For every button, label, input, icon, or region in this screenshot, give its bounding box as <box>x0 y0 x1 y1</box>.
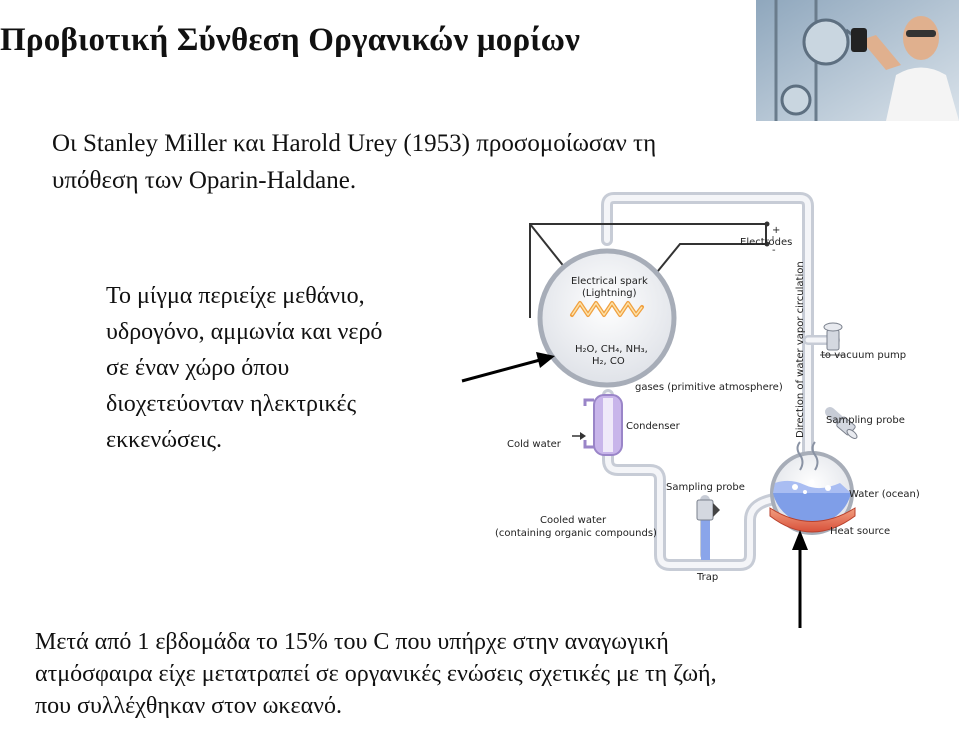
sampling-probe-right-label: Sampling probe <box>826 415 905 426</box>
intro-line: υπόθεση των Oparin-Haldane. <box>52 167 357 194</box>
condenser-label: Condenser <box>626 421 681 432</box>
mixture-line: εκκενώσεις. <box>106 427 222 453</box>
cold-water-label: Cold water <box>507 439 562 450</box>
trap-water <box>701 520 710 560</box>
glass-tubing <box>601 192 853 571</box>
mixture-line: υδρογόνο, αμμωνία και νερό <box>106 319 383 345</box>
cooled-water-label-2: (containing organic compounds) <box>495 528 657 539</box>
gases-formula-1: H₂O, CH₄, NH₃, <box>575 344 648 355</box>
arrow-to-ocean <box>792 530 808 628</box>
result-line: ατμόσφαιρα είχε μετατραπεί σε οργανικές … <box>35 661 717 687</box>
electrodes-plus: + <box>772 225 780 236</box>
electrodes-minus: - <box>772 245 776 256</box>
water-ocean-label: Water (ocean) <box>849 489 920 500</box>
atmosphere-flask <box>537 248 677 388</box>
mixture-text: Το μίγμα περιείχε μεθάνιο, υδρογόνο, αμμ… <box>106 278 506 458</box>
result-text: Μετά από 1 εβδομάδα το 15% του C που υπή… <box>35 626 945 722</box>
electrodes-label: Electrodes <box>740 237 792 248</box>
vacuum-valve <box>823 322 843 351</box>
mixture-line: σε έναν χώρο όπου <box>106 355 290 381</box>
result-line: που συλλέχθηκαν στον ωκεανό. <box>35 693 343 719</box>
cooled-water-label-1: Cooled water <box>540 515 607 526</box>
spark-label-2: (Lightning) <box>582 288 637 299</box>
mixture-line: Το μίγμα περιείχε μεθάνιο, <box>106 283 365 309</box>
circulation-label: Direction of water vapor circulation <box>795 261 806 438</box>
heat-source <box>769 507 856 533</box>
mixture-line: διοχετεύονταν ηλεκτρικές <box>106 391 357 417</box>
gases-formula-2: H₂, CO <box>592 356 625 367</box>
condenser <box>583 394 623 456</box>
result-line: Μετά από 1 εβδομάδα το 15% του C που υπή… <box>35 629 669 655</box>
sampling-probe-bottom-label: Sampling probe <box>666 482 745 493</box>
trap-label: Trap <box>696 572 718 583</box>
sampling-probe-right <box>836 416 858 439</box>
ocean-flask <box>770 441 854 535</box>
slide-title: Προβιοτική Σύνθεση Οργανικών μορίων <box>0 22 581 58</box>
sampling-probe-bottom <box>696 499 720 521</box>
gases-caption: gases (primitive atmosphere) <box>635 382 783 393</box>
vacuum-label: to vacuum pump <box>821 350 906 361</box>
heat-source-label: Heat source <box>830 526 890 537</box>
arrow-to-flask <box>461 352 555 383</box>
miller-photo <box>756 0 959 121</box>
spark-label-1: Electrical spark <box>571 276 648 287</box>
